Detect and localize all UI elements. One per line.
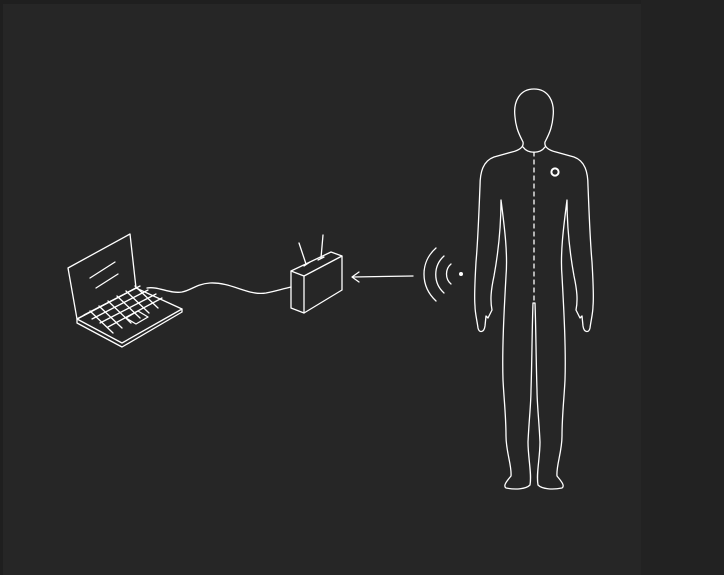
router-top-edge: [291, 256, 342, 313]
signal-wave-middle: [436, 256, 444, 293]
router-antenna-base: [304, 257, 324, 266]
router-icon: [291, 235, 342, 313]
wireless-signal-icon: [424, 248, 463, 301]
router-antenna-right: [321, 235, 323, 258]
router-antenna-left: [299, 243, 306, 264]
laptop-screen-reflection: [90, 262, 118, 288]
arrow-shaft: [353, 276, 413, 277]
wearable-sensor-icon: [551, 168, 558, 175]
network-cable: [147, 283, 291, 293]
signal-arrow: [352, 272, 413, 282]
signal-wave-outer: [424, 248, 436, 301]
laptop-keys: [84, 286, 162, 333]
signal-source-dot: [459, 272, 463, 276]
router-body: [291, 252, 342, 313]
human-body-icon: [475, 89, 594, 489]
signal-wave-inner: [447, 264, 452, 284]
